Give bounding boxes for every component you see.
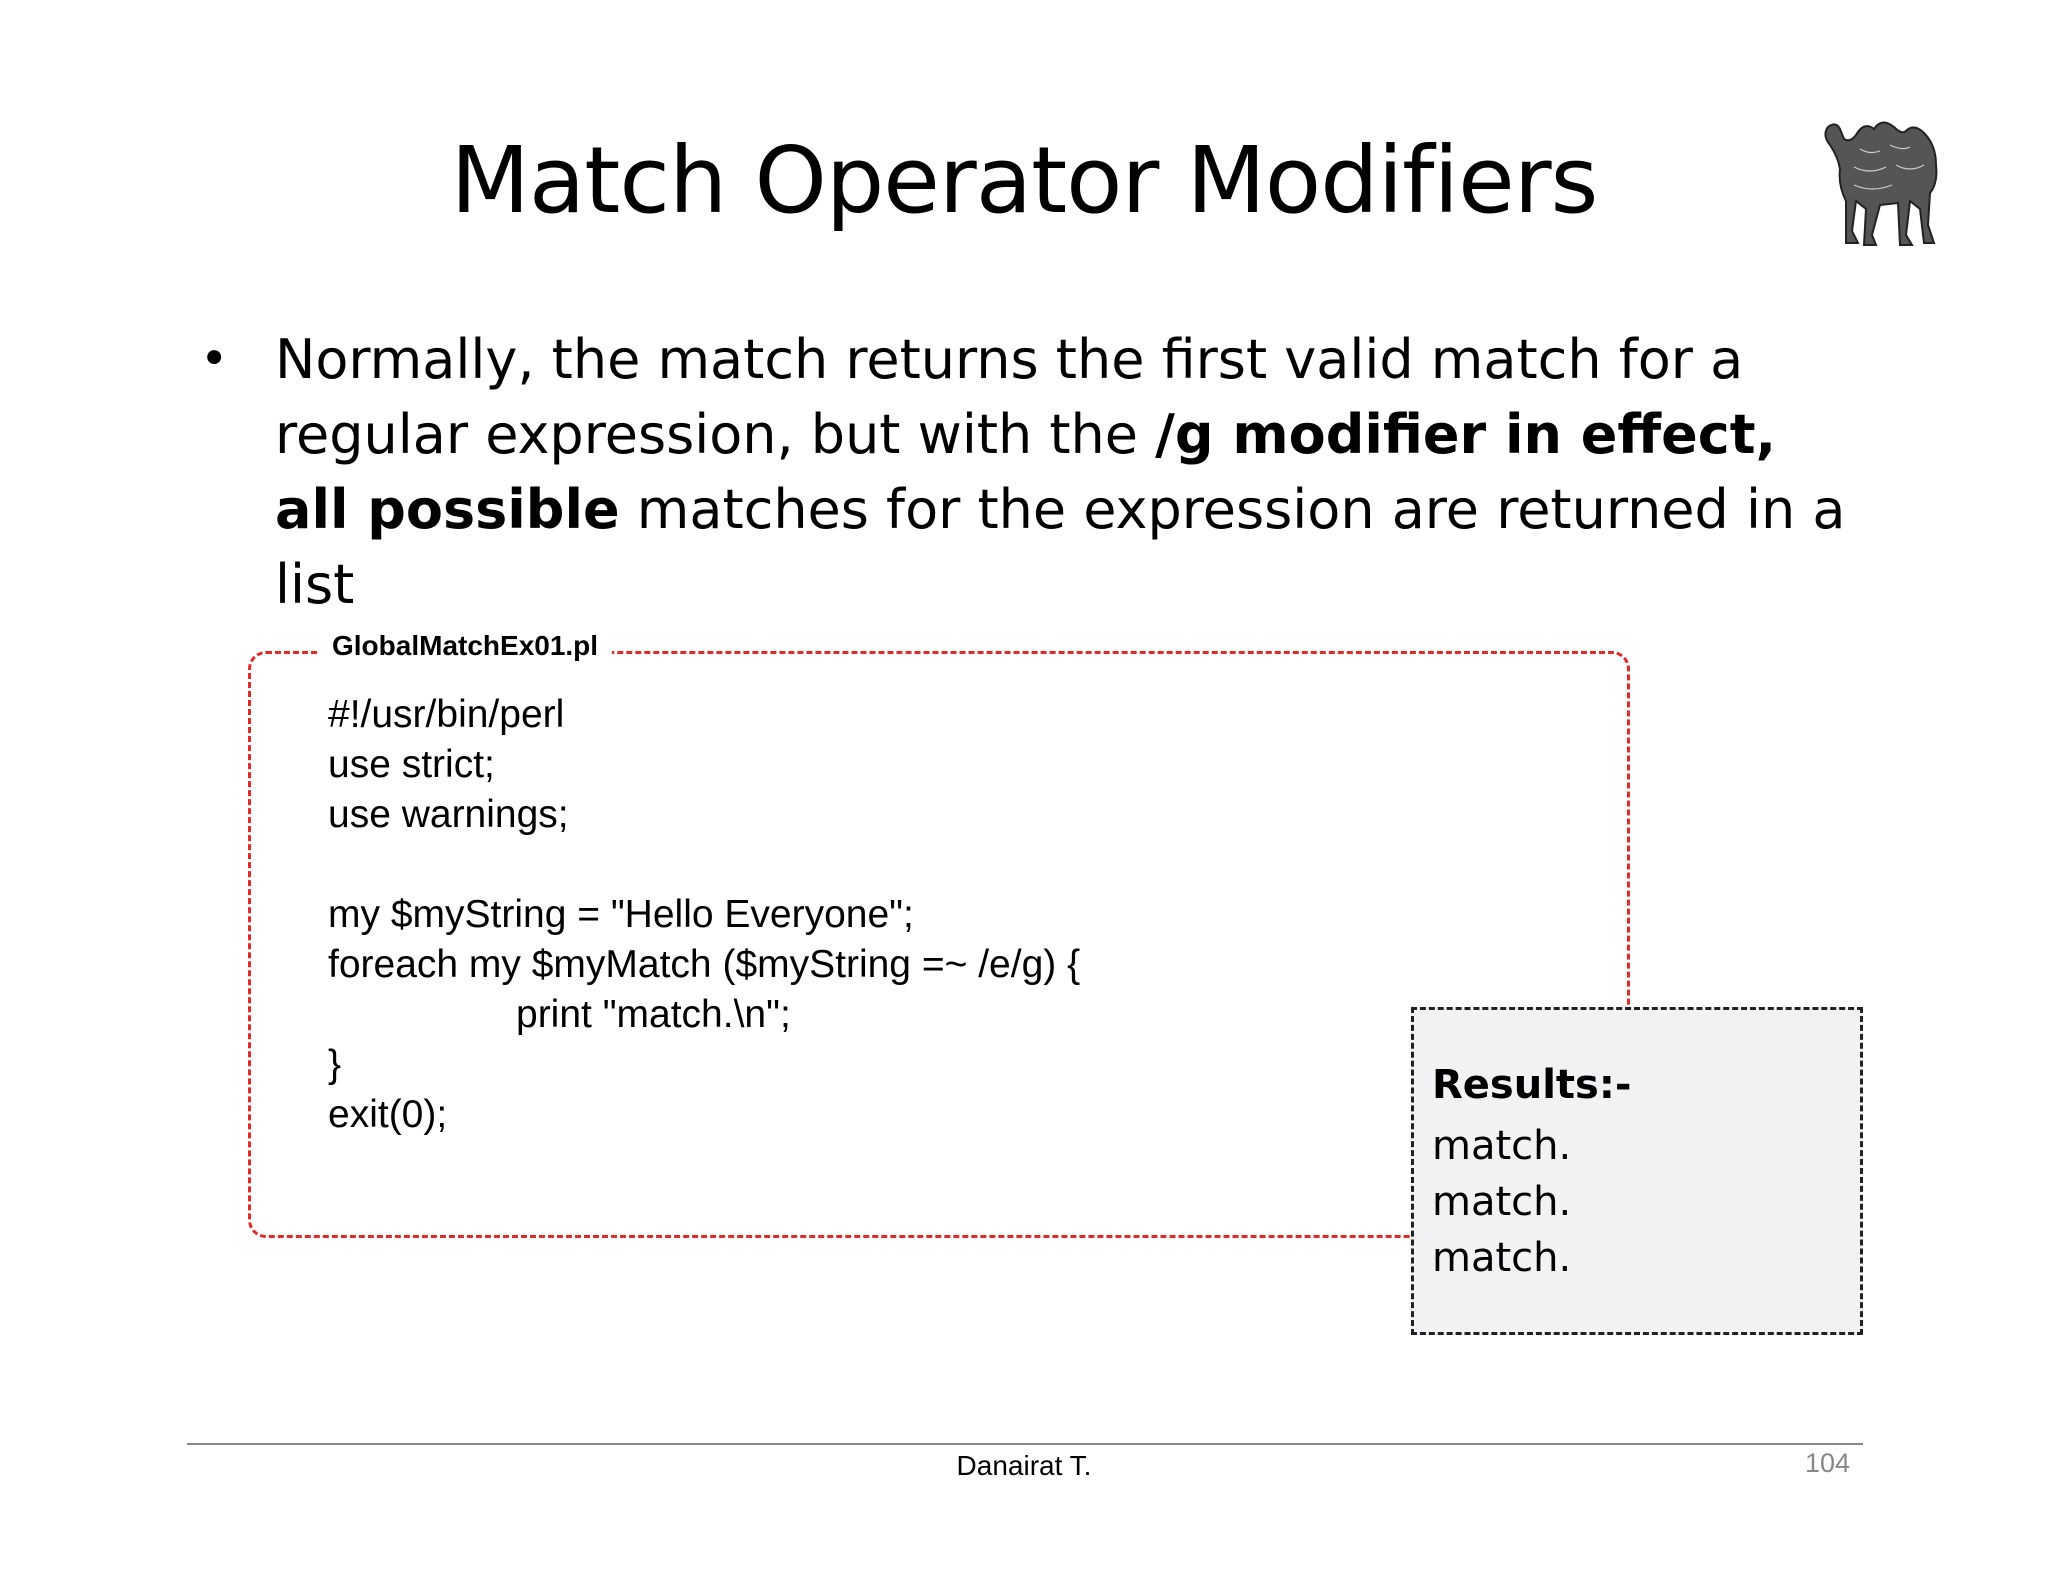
footer-divider	[187, 1443, 1863, 1445]
code-example-box	[248, 651, 1630, 1238]
bullet-text: Normally, the match returns the first va…	[275, 322, 1855, 622]
code-line: print "match.\n";	[516, 993, 791, 1036]
result-line: match.	[1432, 1235, 1572, 1281]
code-listing: #!/usr/bin/perl use strict; use warnings…	[328, 690, 1080, 1140]
page-number: 104	[1804, 1448, 1850, 1478]
code-line: my $myString = "Hello Everyone";	[328, 893, 914, 936]
result-line: match.	[1432, 1123, 1572, 1169]
results-title: Results:-	[1432, 1062, 1632, 1108]
code-line: foreach my $myMatch ($myString =~ /e/g) …	[328, 943, 1081, 986]
code-line: exit(0);	[328, 1093, 448, 1136]
slide-title: Match Operator Modifiers	[450, 127, 1599, 234]
bullet-text-part: matches for the expression are returned …	[275, 478, 1846, 616]
code-line: }	[328, 1043, 342, 1086]
results-list: match. match. match.	[1432, 1118, 1571, 1286]
code-line: use strict;	[328, 743, 495, 786]
result-line: match.	[1432, 1179, 1572, 1225]
bullet-dot: •	[200, 331, 229, 387]
code-line: #!/usr/bin/perl	[328, 693, 565, 736]
perl-camel-icon	[1824, 121, 1938, 246]
bullet-text-part: Normally, the match returns the first va…	[275, 328, 1744, 466]
code-line: use warnings;	[328, 793, 569, 836]
code-line	[328, 840, 1080, 890]
bullet-bold-text: /g modifier in effect, all possible	[275, 403, 1777, 541]
code-filename: GlobalMatchEx01.pl	[318, 630, 613, 662]
footer-author: Danairat T.	[956, 1450, 1092, 1481]
results-box: Results:- match. match. match.	[1411, 1007, 1863, 1335]
